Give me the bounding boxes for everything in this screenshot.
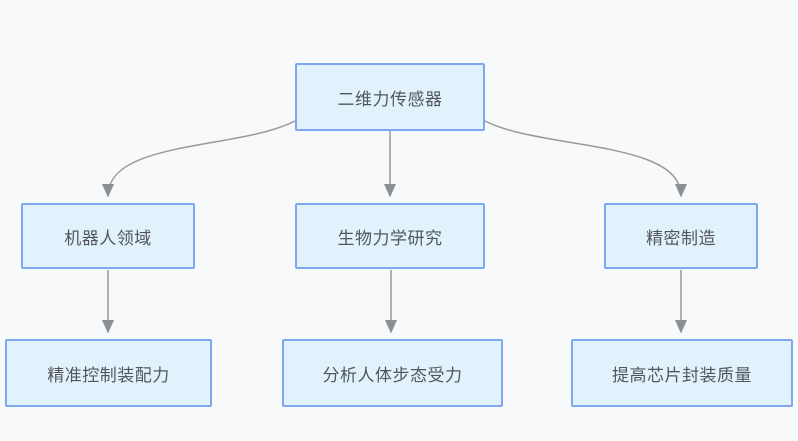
node-chip-label: 提高芯片封装质量 [612, 365, 752, 385]
node-precision: 精密制造 [604, 203, 758, 269]
connector-root-precision [484, 120, 687, 198]
node-assembly-label: 精准控制装配力 [47, 365, 170, 385]
node-robotics: 机器人领域 [21, 203, 195, 269]
node-robotics-label: 机器人领域 [64, 228, 152, 248]
connector-root-robotics [102, 120, 296, 198]
node-assembly: 精准控制装配力 [5, 339, 212, 407]
node-chip: 提高芯片封装质量 [571, 339, 793, 407]
node-root-label: 二维力传感器 [337, 89, 443, 109]
node-biomech: 生物力学研究 [295, 203, 485, 269]
node-gait-label: 分析人体步态受力 [322, 365, 463, 385]
node-root: 二维力传感器 [295, 63, 485, 131]
node-biomech-label: 生物力学研究 [337, 228, 443, 248]
node-precision-label: 精密制造 [646, 228, 716, 248]
node-gait: 分析人体步态受力 [282, 339, 503, 407]
